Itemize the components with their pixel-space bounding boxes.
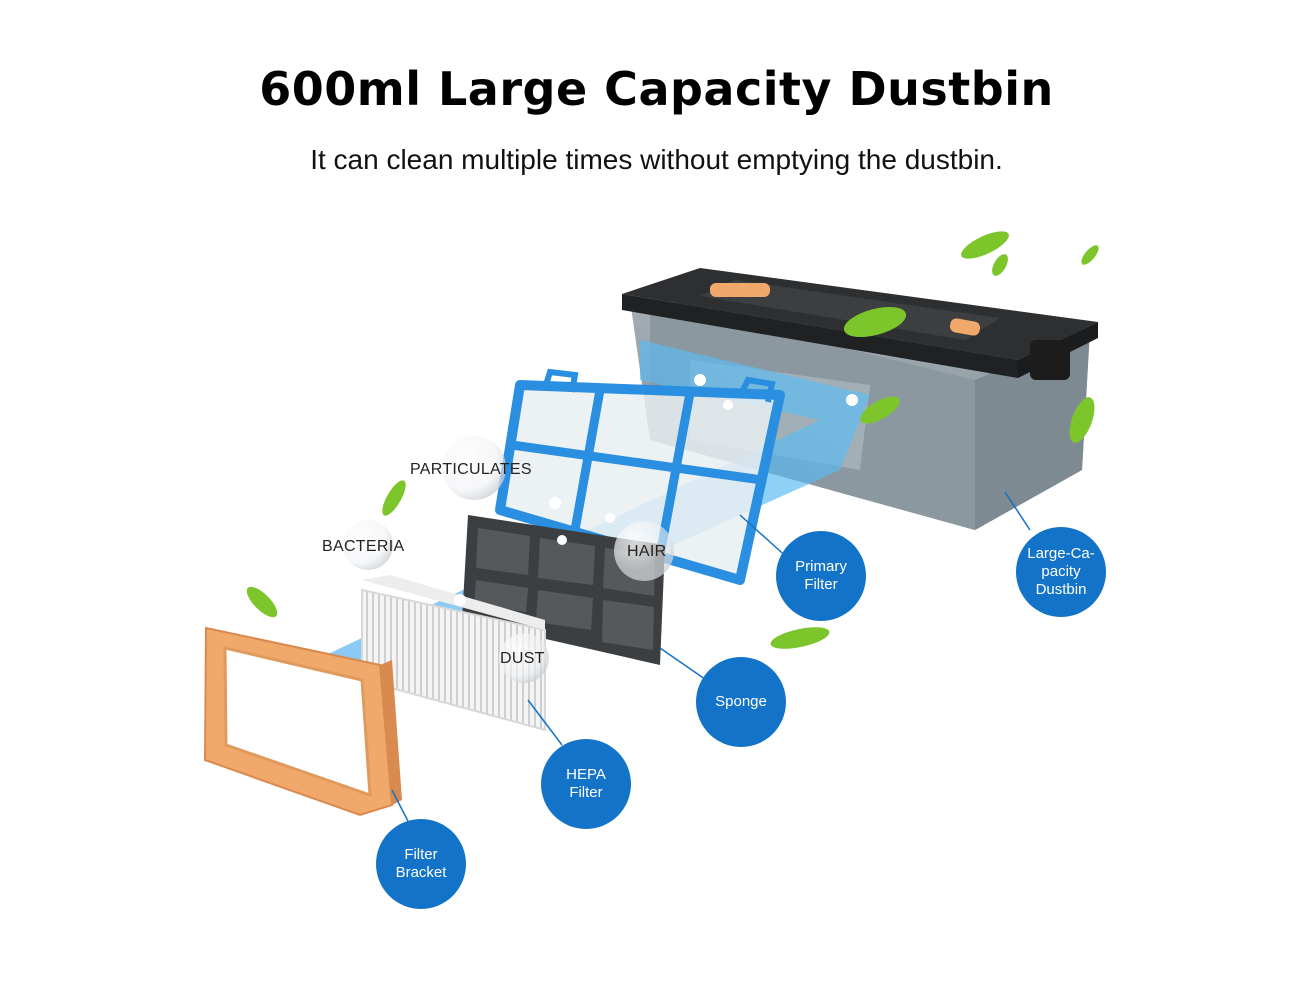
sparkles bbox=[454, 374, 858, 606]
callout-primary-filter: Primary Filter bbox=[776, 531, 866, 621]
particulates-bubble bbox=[442, 436, 506, 500]
page-title: 600ml Large Capacity Dustbin bbox=[259, 62, 1054, 116]
callout-filter-bracket: Filter Bracket bbox=[376, 819, 466, 909]
hepa-filter bbox=[361, 575, 546, 732]
callout-dustbin: Large-Ca- pacity Dustbin bbox=[1016, 527, 1106, 617]
label-particulates: PARTICULATES bbox=[410, 461, 532, 478]
hair-bubble bbox=[614, 521, 674, 581]
label-bacteria: BACTERIA bbox=[322, 538, 405, 555]
filter-bracket bbox=[203, 626, 402, 817]
primary-filter bbox=[495, 368, 785, 585]
label-dust: DUST bbox=[500, 650, 545, 667]
leaves bbox=[246, 231, 1099, 649]
callout-hepa-filter: HEPA Filter bbox=[541, 739, 631, 829]
dust-bubble bbox=[499, 633, 549, 683]
callout-sponge: Sponge bbox=[696, 657, 786, 747]
label-hair: HAIR bbox=[627, 543, 667, 560]
bacteria-bubble bbox=[343, 520, 393, 570]
page-subtitle: It can clean multiple times without empt… bbox=[310, 144, 1003, 175]
